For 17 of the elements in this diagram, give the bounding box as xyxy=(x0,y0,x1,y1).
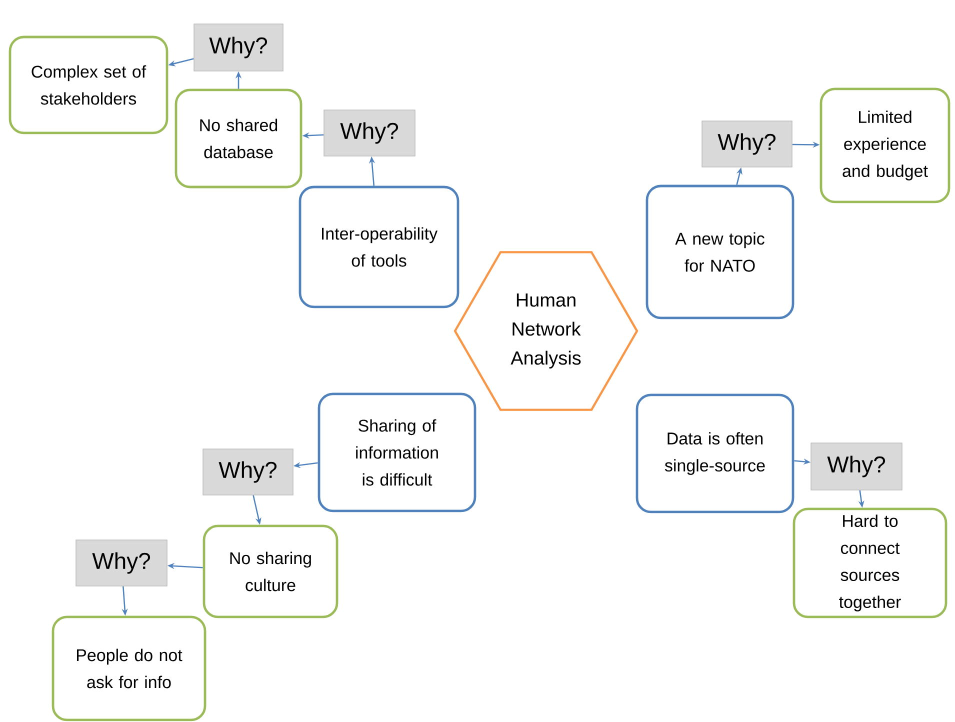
problem-box: Sharing of information is difficult xyxy=(318,392,476,512)
why-box: Why? xyxy=(194,24,284,72)
why-box: Why? xyxy=(324,110,416,156)
why-box: Why? xyxy=(702,120,792,168)
topic-hexagon: Human Network Analysis xyxy=(454,251,638,411)
problem-box: A new topic for NATO xyxy=(646,184,794,320)
cause-box: Hard to connect sources together xyxy=(792,508,948,618)
cause-box: No shared database xyxy=(174,88,302,188)
cause-box: Limited experience and budget xyxy=(820,88,950,204)
cause-box: People do not ask for info xyxy=(52,616,206,722)
why-box: Why? xyxy=(810,442,902,490)
why-box: Why? xyxy=(76,540,168,586)
why-box: Why? xyxy=(202,448,294,496)
cause-box: No sharing culture xyxy=(202,524,338,618)
problem-box: Data is often single-source xyxy=(636,394,794,514)
cause-box: Complex set of stakeholders xyxy=(8,36,168,134)
problem-box: Inter-operability of tools xyxy=(298,186,460,308)
